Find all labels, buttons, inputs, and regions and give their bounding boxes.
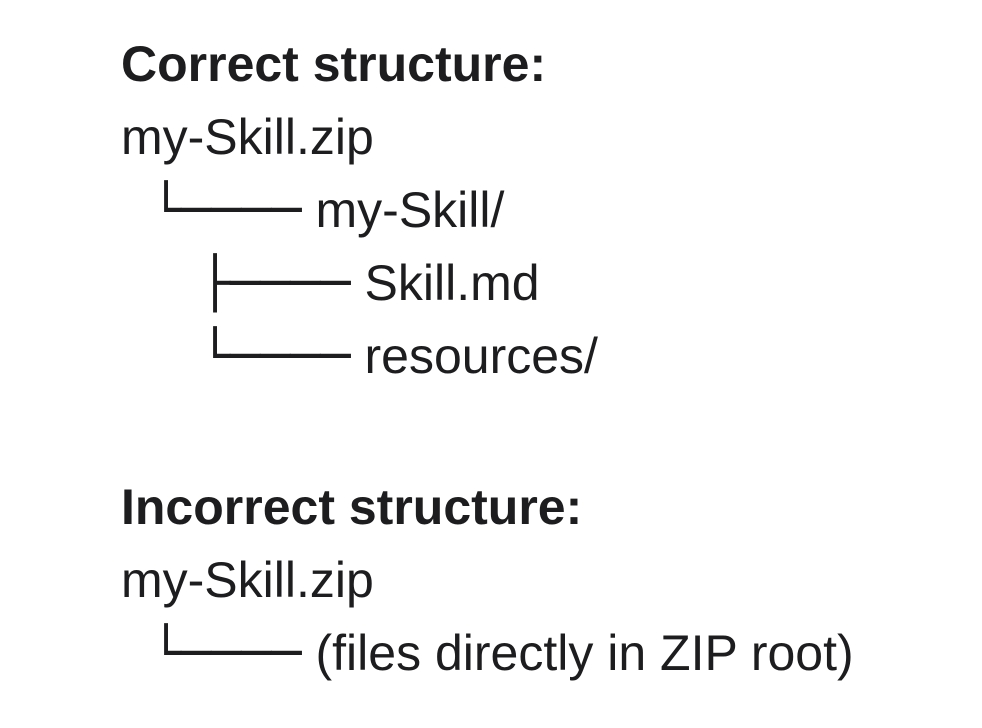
incorrect-structure-section: Incorrect structure: my-Skill.zip └────(… xyxy=(121,471,982,690)
tree-item-label: Skill.md xyxy=(364,255,540,311)
tree-item-zip-root-files: └────(files directly in ZIP root) xyxy=(121,617,982,690)
section-heading: Correct structure: xyxy=(121,36,547,92)
tree-item-my-skill-dir: └────my-Skill/ xyxy=(121,174,982,247)
tree-connector: ├──── xyxy=(200,254,351,312)
section-spacer xyxy=(121,393,982,471)
file-structure-doc: Correct structure: my-Skill.zip └────my-… xyxy=(121,28,982,690)
correct-structure-section: Correct structure: my-Skill.zip └────my-… xyxy=(121,28,982,393)
tree-item-resources-dir: └────resources/ xyxy=(121,320,982,393)
tree-connector: └──── xyxy=(151,181,302,239)
tree-item-label: (files directly in ZIP root) xyxy=(315,625,854,681)
zip-root-filename: my-Skill.zip xyxy=(121,109,374,165)
zip-root-filename: my-Skill.zip xyxy=(121,552,374,608)
section-heading: Incorrect structure: xyxy=(121,479,583,535)
tree-item-skill-md: ├────Skill.md xyxy=(121,247,982,320)
tree-connector: └──── xyxy=(200,327,351,385)
tree-connector: └──── xyxy=(151,624,302,682)
tree-item-label: my-Skill/ xyxy=(315,182,505,238)
tree-item-label: resources/ xyxy=(364,328,598,384)
